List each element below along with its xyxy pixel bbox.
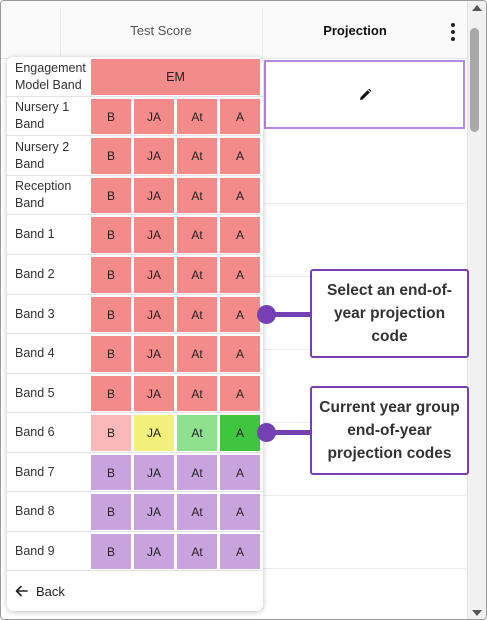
band-label: Band 4 [15,346,55,360]
band-label: Engagement Model Band [15,60,86,92]
band-label: Nursery 2 Band [15,139,70,171]
projection-code-ja[interactable]: JA [134,376,174,411]
kebab-menu-icon[interactable] [445,23,461,41]
projection-cell-selected[interactable] [264,60,465,129]
projection-code-ja[interactable]: JA [134,455,174,490]
test-score-column-header[interactable]: Test Score [130,22,192,38]
projection-code-a[interactable]: A [220,494,260,530]
projection-code-at[interactable]: At [177,99,217,134]
callout-connector [273,312,313,317]
projection-code-a[interactable]: A [220,336,260,372]
projection-code-ja[interactable]: JA [134,336,174,372]
projection-code-a[interactable]: A [220,534,260,569]
table-header: Test Score Projection [1,1,486,59]
projection-code-b[interactable]: B [91,415,131,451]
projection-code-at[interactable]: At [177,217,217,253]
projection-code-b[interactable]: B [91,336,131,372]
band-label: Band 6 [15,425,55,439]
band-label: Band 3 [15,306,55,321]
projection-code-b[interactable]: B [91,257,131,293]
band-label: Band 8 [15,504,55,518]
scrollbar-thumb[interactable] [470,28,479,132]
projection-code-ja[interactable]: JA [134,217,174,253]
arrow-left-icon [15,585,28,597]
scroll-down-arrow-icon[interactable] [472,610,482,616]
band-label: Band 9 [15,543,55,558]
projection-code-ja[interactable]: JA [134,297,174,332]
projection-code-em[interactable]: EM [91,59,260,95]
projection-code-at[interactable]: At [177,494,217,530]
callout-marker [257,423,276,442]
callout-select-code: Select an end-of-year projection code [310,269,469,358]
projection-code-a[interactable]: A [220,376,260,411]
projection-code-ja[interactable]: JA [134,178,174,213]
projection-code-a[interactable]: A [220,415,260,451]
projection-code-b[interactable]: B [91,494,131,530]
back-button[interactable]: Back [15,573,65,609]
projection-code-a[interactable]: A [220,217,260,253]
projection-code-a[interactable]: A [220,257,260,293]
callout-current-year: Current year group end-of-year projectio… [310,386,469,475]
projection-code-at[interactable]: At [177,257,217,293]
pencil-icon[interactable] [358,88,372,102]
scroll-up-arrow-icon[interactable] [472,5,482,11]
projection-code-at[interactable]: At [177,415,217,451]
row-divider [263,203,467,204]
projection-code-a[interactable]: A [220,99,260,134]
projection-code-a[interactable]: A [220,138,260,174]
projection-code-at[interactable]: At [177,297,217,332]
projection-column-header[interactable]: Projection [323,22,387,38]
projection-code-ja[interactable]: JA [134,534,174,569]
band-label: Band 7 [15,464,55,479]
projection-code-a[interactable]: A [220,297,260,332]
projection-code-at[interactable]: At [177,336,217,372]
projection-code-ja[interactable]: JA [134,494,174,530]
projection-code-a[interactable]: A [220,455,260,490]
band-label: Nursery 1 Band [15,100,70,131]
projection-code-ja[interactable]: JA [134,99,174,134]
callout-marker [257,305,276,324]
projection-code-ja[interactable]: JA [134,257,174,293]
band-label: Reception Band [15,179,72,210]
projection-code-b[interactable]: B [91,138,131,174]
row-divider [263,495,467,496]
projection-code-ja[interactable]: JA [134,415,174,451]
projection-code-at[interactable]: At [177,178,217,213]
projection-code-a[interactable]: A [220,178,260,213]
back-label: Back [36,583,65,599]
row-divider [263,568,467,569]
callout-connector [273,430,313,435]
band-label: Band 1 [15,227,55,241]
projection-code-b[interactable]: B [91,178,131,213]
band-label: Band 2 [15,267,55,281]
projection-code-at[interactable]: At [177,138,217,174]
projection-code-b[interactable]: B [91,99,131,134]
projection-code-b[interactable]: B [91,376,131,411]
projection-code-ja[interactable]: JA [134,138,174,174]
projection-code-b[interactable]: B [91,297,131,332]
band-label: Band 5 [15,385,55,400]
projection-code-at[interactable]: At [177,376,217,411]
projection-code-b[interactable]: B [91,455,131,490]
projection-code-b[interactable]: B [91,217,131,253]
projection-code-b[interactable]: B [91,534,131,569]
projection-code-at[interactable]: At [177,455,217,490]
projection-code-at[interactable]: At [177,534,217,569]
